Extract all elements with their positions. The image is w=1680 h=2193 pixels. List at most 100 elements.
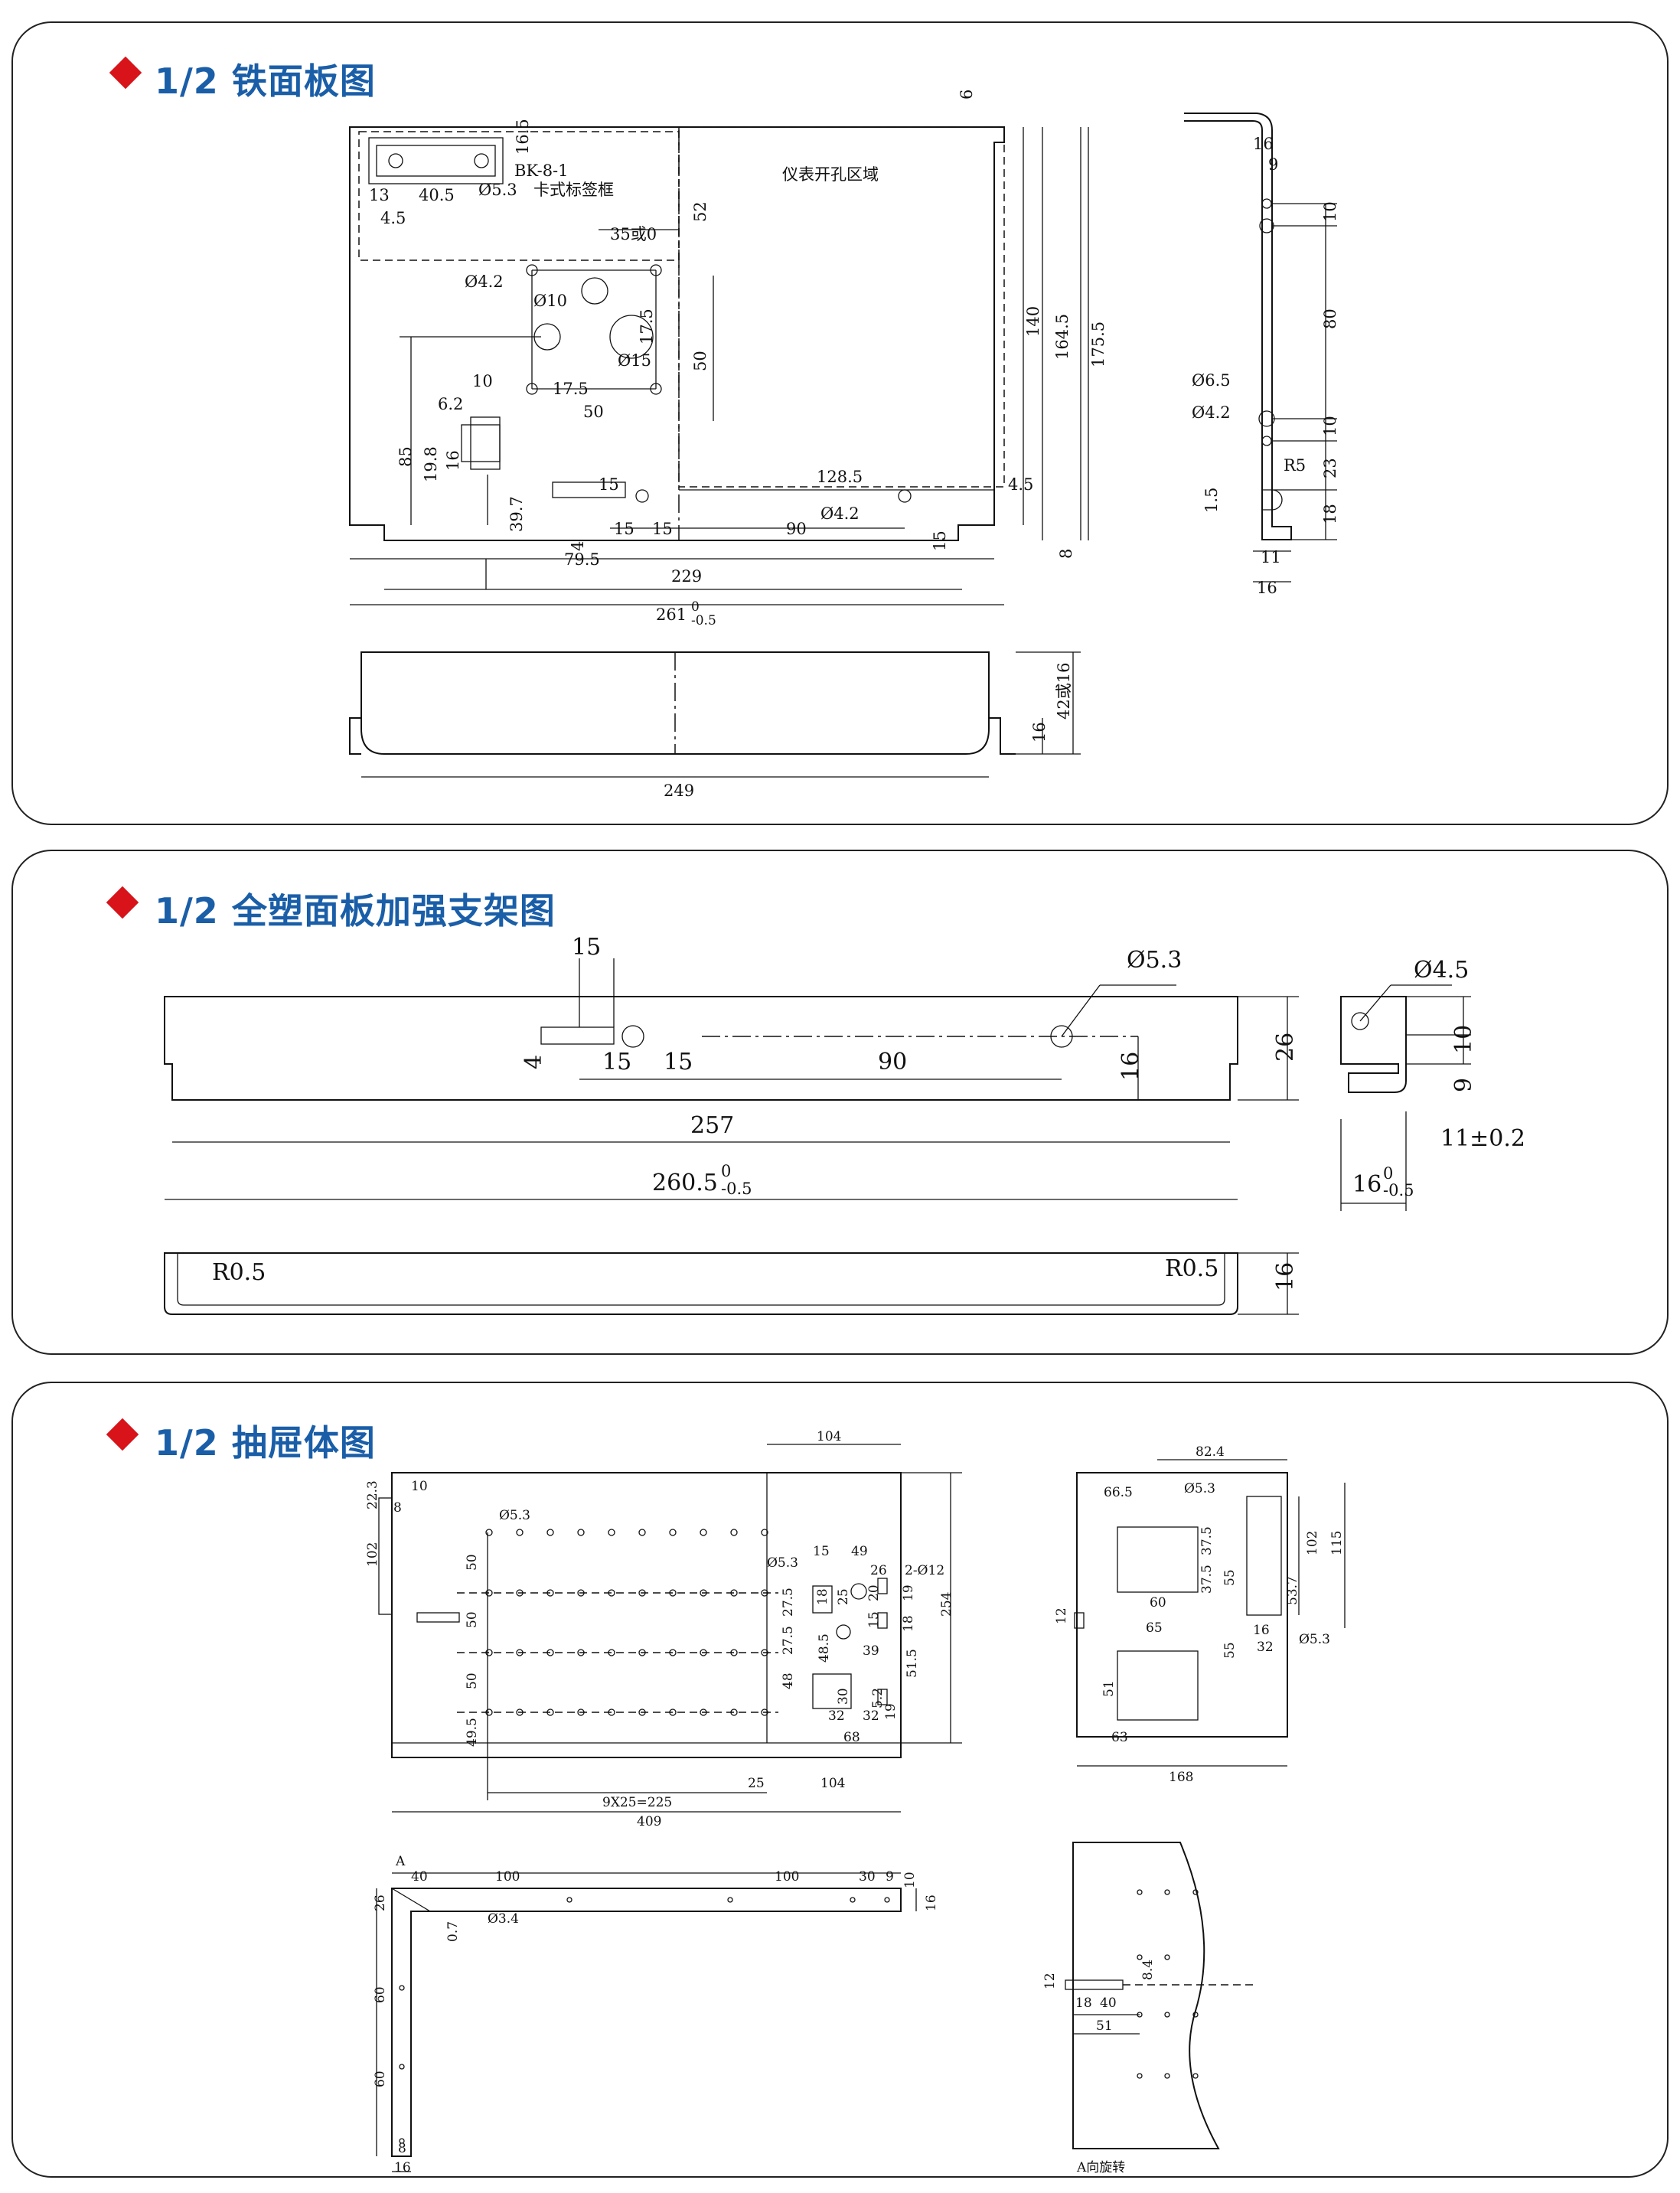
d-254: 254 <box>939 1592 954 1617</box>
dim-15a: 15 <box>602 1049 631 1075</box>
d-102: 102 <box>365 1542 380 1567</box>
label-d45: Ø4.5 <box>1414 957 1469 984</box>
dim-128: 128.5 <box>817 468 863 486</box>
dim-40-5: 40.5 <box>419 186 455 204</box>
label-or: 35或0 <box>610 225 657 243</box>
d-102b: 102 <box>1305 1531 1320 1555</box>
d-40b: 40 <box>1100 1996 1117 2011</box>
label-d53c: Ø5.3 <box>1184 1481 1215 1496</box>
dim-261: 261 <box>656 605 687 624</box>
d-49-5: 49.5 <box>465 1718 480 1747</box>
dim-16-bottom: 16 <box>1030 722 1049 742</box>
dim-16-5: 16.5 <box>514 119 532 155</box>
d-55b: 55 <box>1222 1642 1238 1659</box>
dim-79: 79.5 <box>564 550 600 569</box>
label-d42b: Ø4.2 <box>820 504 860 523</box>
d-8-4: 8.4 <box>1140 1960 1156 1980</box>
d-51-5: 51.5 <box>905 1649 920 1678</box>
panel-title: 1/2 全塑面板加强支架图 <box>155 890 556 932</box>
dim-260-5: 260.5 <box>652 1170 718 1196</box>
d-65: 65 <box>1146 1620 1163 1636</box>
tol-11: 11±0.2 <box>1440 1125 1525 1152</box>
d-18: 18 <box>815 1588 830 1605</box>
d-30: 30 <box>836 1688 851 1705</box>
label-d10: Ø10 <box>533 292 567 310</box>
panel-drawer-body: 1/2 抽屉体图 104 10 8 Ø5.3 Ø <box>11 1382 1669 2178</box>
d-168: 168 <box>1169 1770 1193 1785</box>
d-51: 51 <box>1101 1680 1117 1697</box>
d-27-5b: 27.5 <box>781 1626 796 1655</box>
panel-title: 1/2 抽屉体图 <box>155 1422 376 1464</box>
dim-9: 9 <box>1450 1078 1477 1092</box>
d-8: 8 <box>393 1500 402 1516</box>
d-39: 39 <box>863 1643 879 1659</box>
d-104b: 104 <box>820 1776 845 1791</box>
dim-16-side: 16 <box>1352 1171 1382 1198</box>
d-15: 15 <box>813 1544 830 1559</box>
d-68: 68 <box>843 1730 860 1745</box>
dim-39-7: 39.7 <box>507 496 526 532</box>
side-dim-10: 10 <box>1321 201 1339 222</box>
drawer-drawing: 104 10 8 Ø5.3 Ø5.3 15 49 26 2-Ø12 39 32 … <box>365 1429 1346 2175</box>
d-100b: 100 <box>775 1869 799 1885</box>
dim-175-5: 175.5 <box>1089 321 1107 367</box>
dim-15d: 15 <box>931 530 949 551</box>
dim-13: 13 <box>369 186 390 204</box>
d-10b: 10 <box>902 1872 918 1888</box>
d-15b: 15 <box>866 1611 882 1628</box>
label-d53b: Ø5.3 <box>767 1555 798 1571</box>
d-48: 48 <box>781 1672 796 1689</box>
dim-10: 10 <box>472 372 493 390</box>
side-dim-23: 23 <box>1321 458 1339 478</box>
dim-16-lower: -0.5 <box>1383 1181 1414 1199</box>
d-25: 25 <box>836 1588 851 1605</box>
dim-26: 26 <box>1272 1033 1299 1062</box>
d-20: 20 <box>866 1584 882 1601</box>
dim-4-5: 4.5 <box>380 209 406 227</box>
dim-4: 4 <box>520 1055 547 1069</box>
d-8b: 8 <box>398 2141 406 2156</box>
d-26b: 26 <box>373 1894 388 1911</box>
side-dim-16: 16 <box>1253 135 1274 153</box>
dim-15b: 15 <box>664 1049 693 1075</box>
d-60: 60 <box>1150 1595 1166 1610</box>
side-dim-80: 80 <box>1321 308 1339 329</box>
label-d53a: Ø5.3 <box>499 1508 530 1523</box>
d-100a: 100 <box>495 1869 520 1885</box>
dim-15a: 15 <box>599 475 619 494</box>
dim-17-5b: 17.5 <box>638 308 656 344</box>
dim-8: 8 <box>1057 549 1075 559</box>
d-55a: 55 <box>1222 1569 1238 1586</box>
iron-face-drawing: BK-8-1 卡式标签框 仪表开孔区域 Ø5.3 Ø4.2 Ø4.2 Ø10 Ø… <box>349 90 1339 800</box>
d-12b: 12 <box>1042 1973 1058 1989</box>
dim-140: 140 <box>1024 306 1042 337</box>
dim-16-upper: 0 <box>1383 1164 1393 1183</box>
d-53-7: 53.7 <box>1285 1576 1300 1605</box>
dim-260-lower: -0.5 <box>721 1180 752 1198</box>
dim-4: 4 <box>569 541 587 551</box>
d-37-5b: 37.5 <box>1199 1565 1215 1594</box>
d-19: 19 <box>901 1584 916 1601</box>
d-16: 16 <box>1253 1623 1270 1638</box>
d-18b: 18 <box>901 1615 916 1632</box>
dim-260-upper: 0 <box>721 1162 731 1180</box>
dim-50b: 50 <box>691 351 710 371</box>
side-dim-9: 9 <box>1268 155 1278 174</box>
d-60b: 60 <box>373 2071 388 2087</box>
side-dim-10b: 10 <box>1321 416 1339 436</box>
side-dim-16b: 16 <box>1257 579 1277 597</box>
side-dim-1-5: 1.5 <box>1202 488 1221 513</box>
d-32: 32 <box>1257 1640 1274 1655</box>
label-r05b: R0.5 <box>1165 1255 1218 1282</box>
dim-6-2: 6.2 <box>438 395 463 413</box>
dim-85: 85 <box>396 446 415 467</box>
dim-52: 52 <box>691 201 710 222</box>
d-22-3: 22.3 <box>365 1480 380 1509</box>
d-27-5a: 27.5 <box>781 1588 796 1617</box>
d-50c: 50 <box>465 1672 480 1689</box>
label-d65: Ø6.5 <box>1192 371 1231 390</box>
panel-plastic-bracket: 1/2 全塑面板加强支架图 15 15 15 90 Ø5.3 257 260.5… <box>11 850 1669 1355</box>
d-16c: 16 <box>394 2160 411 2175</box>
d-26: 26 <box>870 1563 887 1578</box>
dim-249: 249 <box>664 782 694 800</box>
